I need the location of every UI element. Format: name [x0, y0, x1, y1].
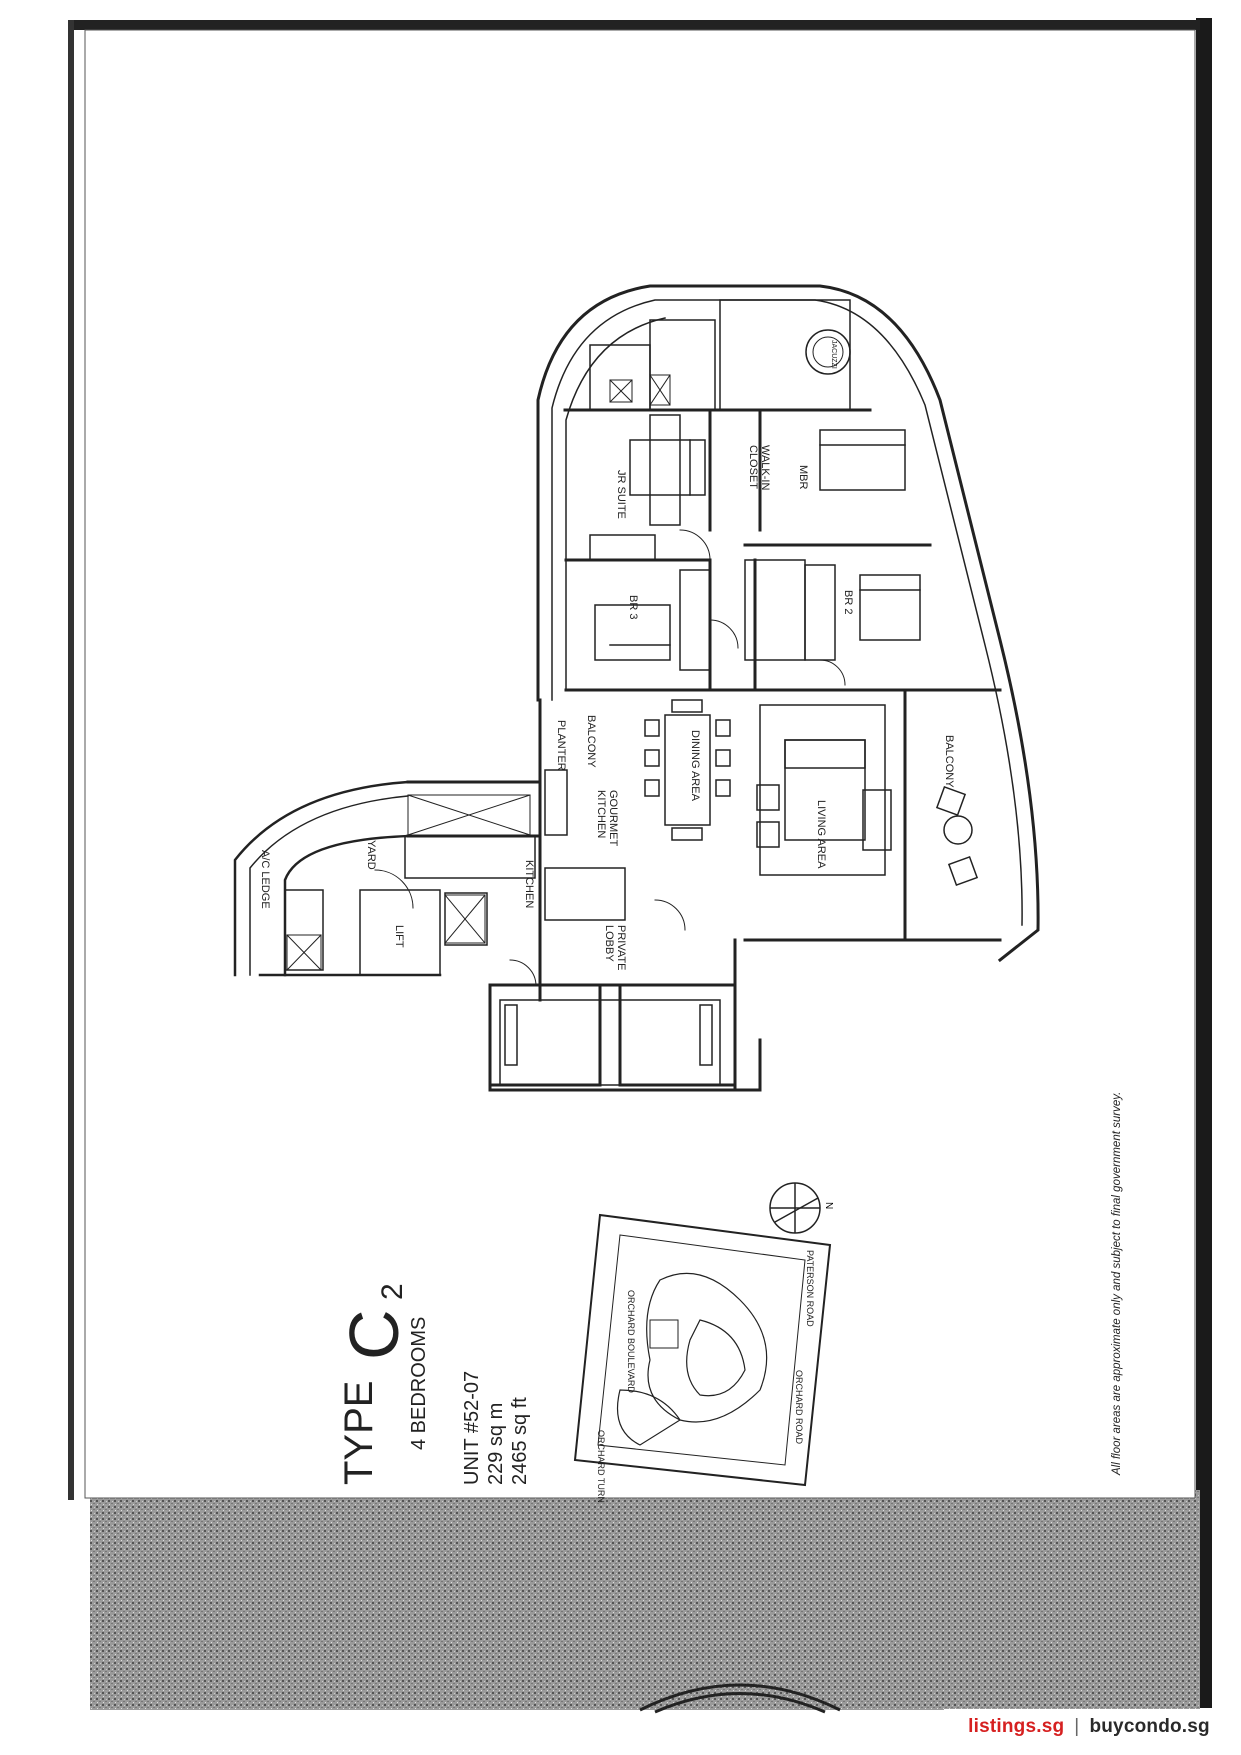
site-label-orchard-road: ORCHARD ROAD	[794, 1370, 804, 1445]
unit-area-sqm: 229 sq m	[485, 1403, 507, 1485]
room-balcony-small: BALCONY	[585, 715, 597, 768]
room-gourmet-kitchen-line2: KITCHEN	[595, 790, 607, 838]
site-plan-inset	[573, 1213, 832, 1487]
room-kitchen: KITCHEN	[523, 860, 535, 908]
next-page-plan-peek	[639, 1683, 841, 1714]
floor-area-disclaimer: All floor areas are approximate only and…	[1111, 1092, 1123, 1476]
room-labels: JR SUITE WALK-IN CLOSET MBR BR 3 BR 2 PL…	[259, 340, 955, 970]
site-label-paterson-road: PATERSON ROAD	[805, 1250, 815, 1327]
room-br3: BR 3	[627, 595, 639, 619]
type-letter: C	[335, 1309, 413, 1360]
unit-number: UNIT #52-07	[461, 1371, 483, 1485]
bedroom-count: 4 BEDROOMS	[408, 1317, 430, 1450]
floor-plan	[233, 284, 1040, 1092]
type-number: 2	[376, 1283, 409, 1300]
type-word: TYPE	[337, 1381, 381, 1485]
room-br2: BR 2	[842, 590, 854, 614]
binding-shadow	[90, 1490, 1200, 1710]
room-master-bedroom: MBR	[797, 465, 809, 490]
watermark-brand-listings[interactable]: listings.sg	[968, 1716, 1065, 1737]
site-label-orchard-boulevard: ORCHARD BOULEVARD	[626, 1290, 636, 1393]
right-page-edge	[1196, 18, 1212, 1708]
north-compass	[769, 1182, 821, 1234]
room-walk-in-closet-line1: WALK-IN	[759, 445, 771, 490]
north-label: N	[823, 1202, 834, 1209]
room-private-lobby-line2: LOBBY	[603, 925, 615, 962]
room-jr-suite: JR SUITE	[615, 470, 627, 519]
room-living-area: LIVING AREA	[815, 800, 827, 869]
room-yard: YARD	[365, 840, 377, 870]
room-lift: LIFT	[393, 925, 405, 948]
room-dining-area: DINING AREA	[689, 730, 701, 802]
watermark-brand-buycondo[interactable]: buycondo.sg	[1089, 1716, 1210, 1737]
unit-title-block: TYPE C 2 4 BEDROOMS UNIT #52-07 229 sq m…	[335, 1283, 531, 1485]
room-ac-ledge: A/C LEDGE	[259, 850, 271, 909]
inner-facade	[551, 299, 1023, 926]
ac-ledge-curve	[233, 780, 410, 977]
room-gourmet-kitchen-line1: GOURMET	[607, 790, 619, 847]
watermark-separator: |	[1074, 1716, 1080, 1737]
site-label-orchard-turn: ORCHARD TURN	[596, 1430, 606, 1503]
room-private-lobby-line1: PRIVATE	[615, 925, 627, 970]
left-page-edge	[68, 20, 74, 1500]
room-jacuzzi: JACUZZI	[830, 340, 837, 369]
outer-facade	[536, 284, 1040, 963]
room-balcony-large: BALCONY	[943, 735, 955, 788]
watermark: listings.sg | buycondo.sg	[944, 1709, 1234, 1745]
unit-area-sqft: 2465 sq ft	[509, 1397, 531, 1485]
top-page-edge	[68, 20, 1200, 30]
room-planter: PLANTER	[555, 720, 567, 771]
room-walk-in-closet-line2: CLOSET	[747, 445, 759, 489]
